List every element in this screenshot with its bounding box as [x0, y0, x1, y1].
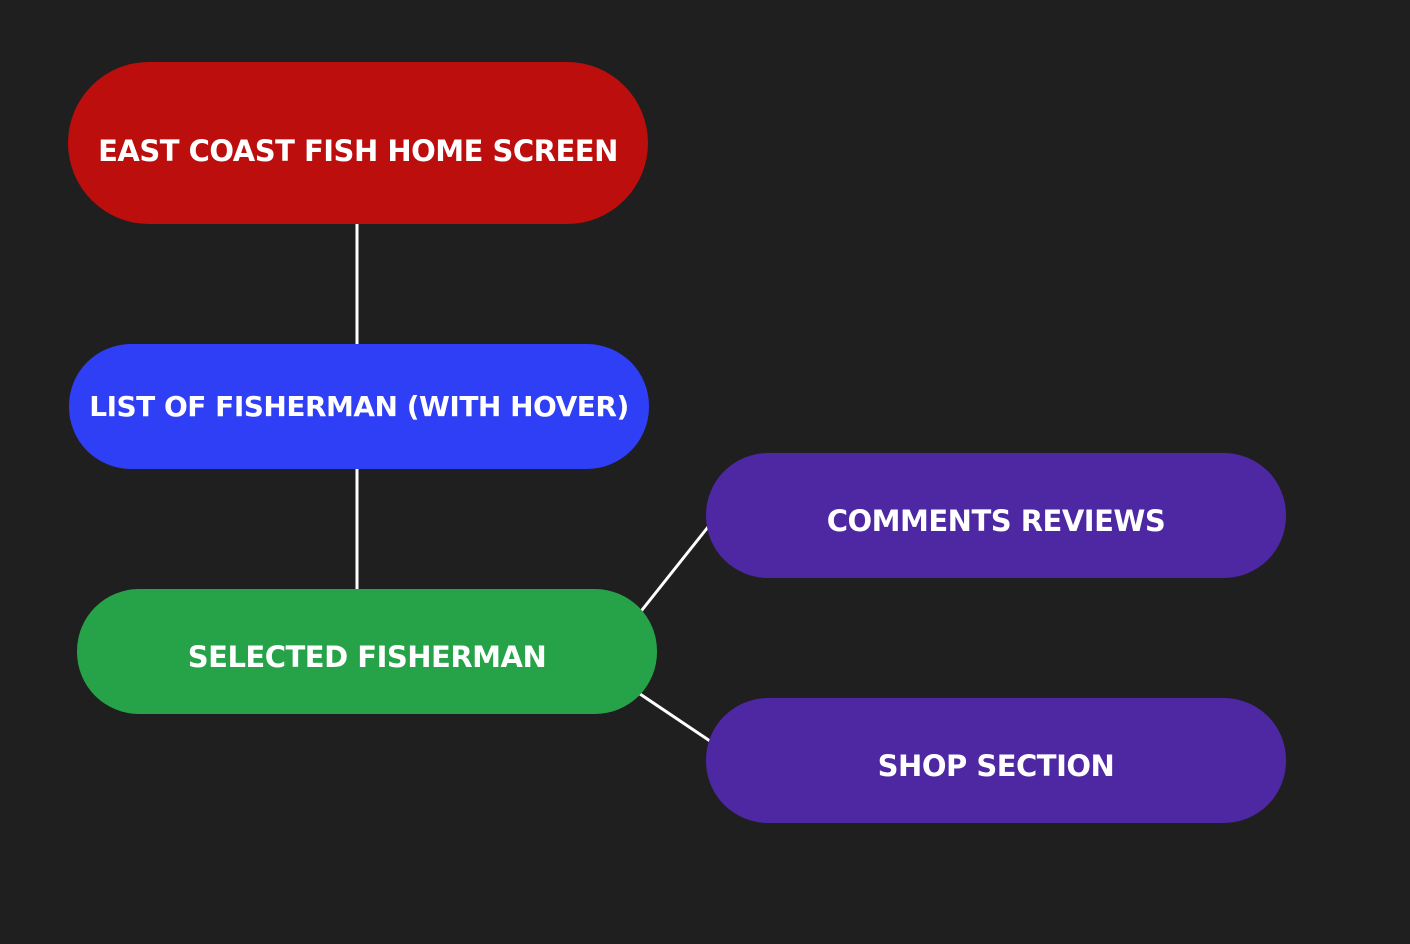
- node-shop-section[interactable]: SHOP SECTION: [706, 698, 1286, 823]
- node-comments-reviews[interactable]: COMMENTS REVIEWS: [706, 453, 1286, 578]
- edge-selected-to-shop: [638, 692, 712, 743]
- node-fisherman-list[interactable]: LIST OF FISHERMAN (WITH HOVER): [69, 344, 649, 469]
- node-home-screen[interactable]: EAST COAST FISH HOME SCREEN: [68, 62, 648, 224]
- edge-selected-to-comments: [640, 525, 710, 612]
- node-selected-fisherman[interactable]: SELECTED FISHERMAN: [77, 589, 657, 714]
